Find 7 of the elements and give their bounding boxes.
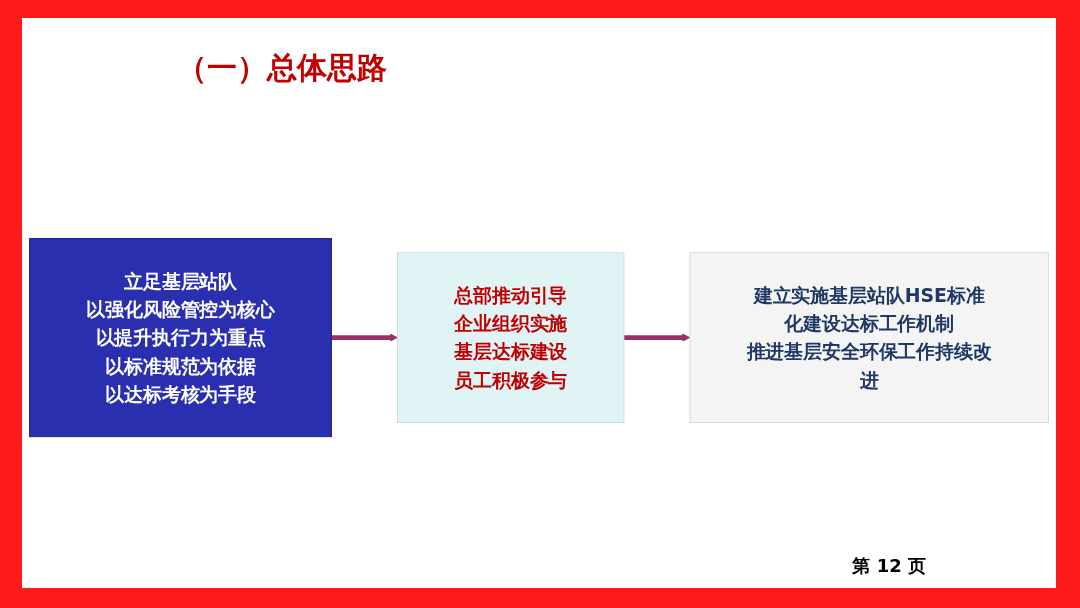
arrow (331, 333, 398, 343)
node-box: 建立实施基层站队HSE标准化建设达标工作机制 推进基层安全环保工作持续改进 (689, 252, 1049, 424)
node-box: 总部推动引导 企业组织实施 基层达标建设 员工积极参与 (397, 252, 625, 424)
page-number: 第 12 页 (852, 555, 926, 576)
node-box: 立足基层站队 以强化风险管控为核心 以提升执行力为重点 以标准规范为依据 以达标考核为手段 (29, 238, 332, 438)
slide-title: （一）总体思路 (177, 49, 387, 87)
arrow (623, 333, 691, 343)
